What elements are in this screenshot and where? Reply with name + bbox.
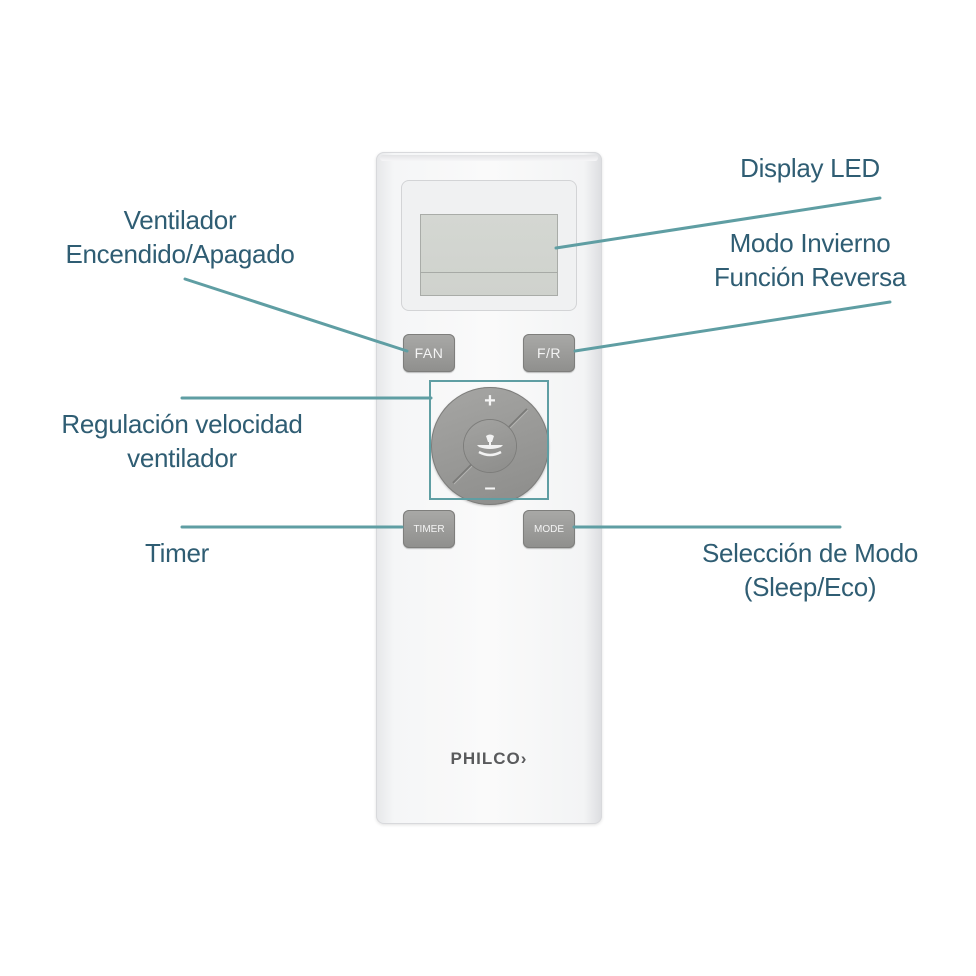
label-speed: Regulación velocidad ventilador — [36, 407, 328, 475]
label-mode-line1: Selección de Modo — [701, 538, 919, 568]
label-fan-line1: Ventilador — [123, 205, 237, 235]
brand-logo: PHILCO› — [376, 749, 602, 769]
label-fan-line2: Encendido/Apagado — [65, 239, 295, 269]
ceiling-fan-icon — [477, 434, 503, 457]
leader-line-fr — [573, 300, 892, 353]
label-fan: Ventilador Encendido/Apagado — [40, 203, 320, 271]
fan-button-label: FAN — [414, 345, 444, 361]
fan-button[interactable]: FAN — [403, 334, 455, 372]
brand-name: PHILCO — [450, 749, 521, 768]
mode-button[interactable]: MODE — [523, 510, 575, 548]
timer-button[interactable]: TIMER — [403, 510, 455, 548]
label-fr-line1: Modo Invierno — [729, 228, 891, 258]
lcd-display — [420, 214, 558, 296]
label-fr-line2: Función Reversa — [713, 262, 907, 292]
brand-mark: › — [520, 749, 528, 768]
speed-dial-highlight — [429, 380, 549, 500]
speed-up-button[interactable]: + — [484, 390, 496, 412]
remote-control: FAN F/R + – TIMER MODE PHILCO› — [376, 152, 602, 824]
timer-button-label: TIMER — [413, 523, 445, 535]
display-frame — [401, 180, 577, 311]
label-speed-line1: Regulación velocidad — [61, 409, 303, 439]
lcd-divider — [420, 272, 558, 273]
remote-top-edge — [380, 155, 598, 161]
label-timer: Timer — [145, 538, 209, 568]
label-mode: Selección de Modo (Sleep/Eco) — [680, 536, 940, 604]
fr-button[interactable]: F/R — [523, 334, 575, 372]
label-fr: Modo Invierno Función Reversa — [700, 226, 920, 294]
label-display-led: Display LED — [740, 153, 880, 183]
label-mode-line2: (Sleep/Eco) — [743, 572, 877, 602]
fr-button-label: F/R — [536, 345, 562, 361]
label-speed-line2: ventilador — [127, 443, 237, 473]
fan-center-button[interactable] — [464, 420, 516, 472]
mode-button-label: MODE — [534, 523, 564, 535]
leader-line-fan — [183, 277, 409, 353]
speed-dial[interactable]: + – — [431, 387, 549, 505]
speed-down-button[interactable]: – — [484, 477, 496, 499]
